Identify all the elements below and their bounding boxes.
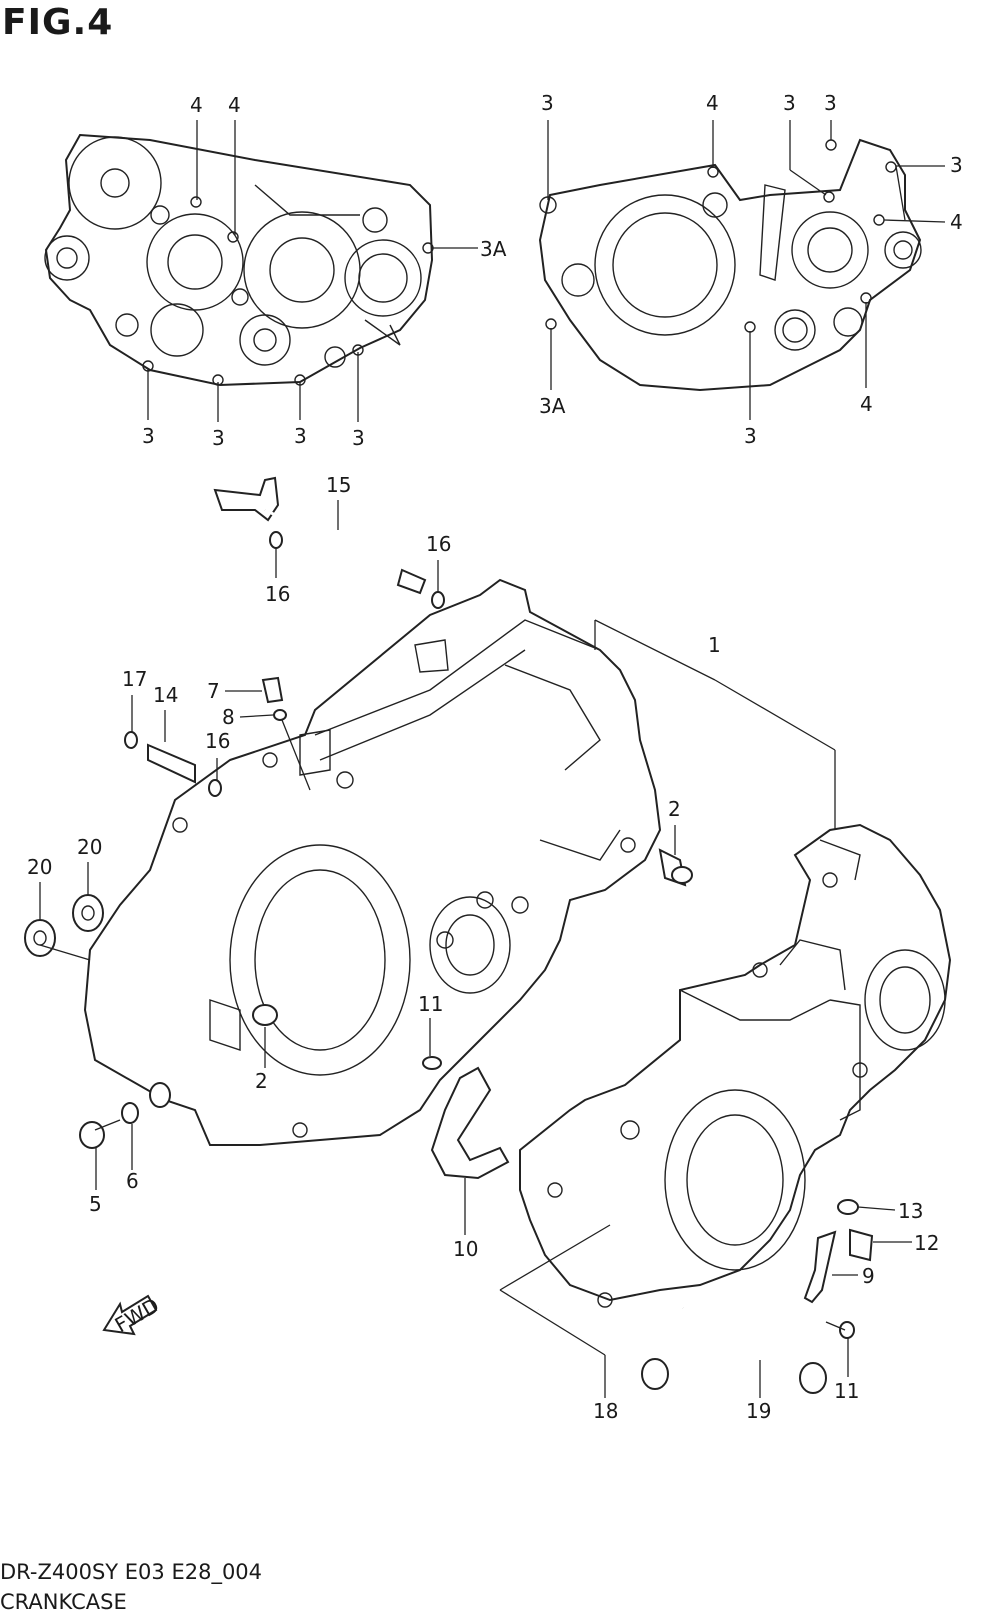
gasket-part [430,1066,510,1180]
diagram-name: CRANKCASE [0,1590,127,1614]
callout-1: 1 [708,633,721,657]
callout-16: 16 [265,582,290,606]
oil-pipe-assembly [213,476,445,609]
callout-12: 12 [914,1231,939,1255]
callout-4: 4 [228,93,241,117]
callout-17: 17 [122,667,147,691]
callout-7: 7 [207,679,220,703]
callout-13: 13 [898,1199,923,1223]
callout-3: 3 [294,424,307,448]
callout-3: 3 [950,153,963,177]
callout-11: 11 [834,1379,859,1403]
callout-6: 6 [126,1169,139,1193]
callout-4: 4 [706,91,719,115]
callout-3: 3 [541,91,554,115]
callout-15: 15 [326,473,351,497]
dowel-pin-14 [147,743,196,784]
figure-title: FIG.4 [2,2,114,43]
callout-3: 3 [212,426,225,450]
callout-14: 14 [153,683,178,707]
main-crankcase-left-half [83,578,662,1146]
callout-4: 4 [190,93,203,117]
callout-4: 4 [950,210,963,234]
plug-7 [261,676,284,704]
callout-9: 9 [862,1264,875,1288]
callout-2: 2 [255,1069,268,1093]
callout-16: 16 [426,532,451,556]
callout-3: 3 [824,91,837,115]
callout-3A: 3A [539,394,566,418]
callout-3: 3 [783,91,796,115]
hardware-parts [24,676,874,1394]
callout-4: 4 [860,392,873,416]
callout-10: 10 [453,1237,478,1261]
callout-18: 18 [593,1399,618,1423]
callout-2: 2 [668,797,681,821]
main-crankcase-right-half [519,823,952,1308]
leader-lines [39,120,946,1398]
callout-3: 3 [744,424,757,448]
callout-3: 3 [142,424,155,448]
callout-20: 20 [27,855,52,879]
diagram-code: DR-Z400SY E03 E28_004 [0,1560,263,1584]
callout-19: 19 [746,1399,771,1423]
callout-20: 20 [77,835,102,859]
bracket-9 [803,1230,837,1304]
callout-8: 8 [222,705,235,729]
forward-direction-arrow: FWD [102,1293,163,1337]
callout-16: 16 [205,729,230,753]
callout-5: 5 [89,1192,102,1216]
left-case-half-inner-view [44,133,434,387]
callout-labels: 4 4 3A 3 3 3 3 3 4 3 3 3 4 3A 3 4 15 16 … [27,91,963,1423]
callout-11: 11 [418,992,443,1016]
fwd-label: FWD [111,1293,163,1337]
callout-3: 3 [352,426,365,450]
right-case-half-inner-view [538,138,922,392]
callout-3A: 3A [480,237,507,261]
